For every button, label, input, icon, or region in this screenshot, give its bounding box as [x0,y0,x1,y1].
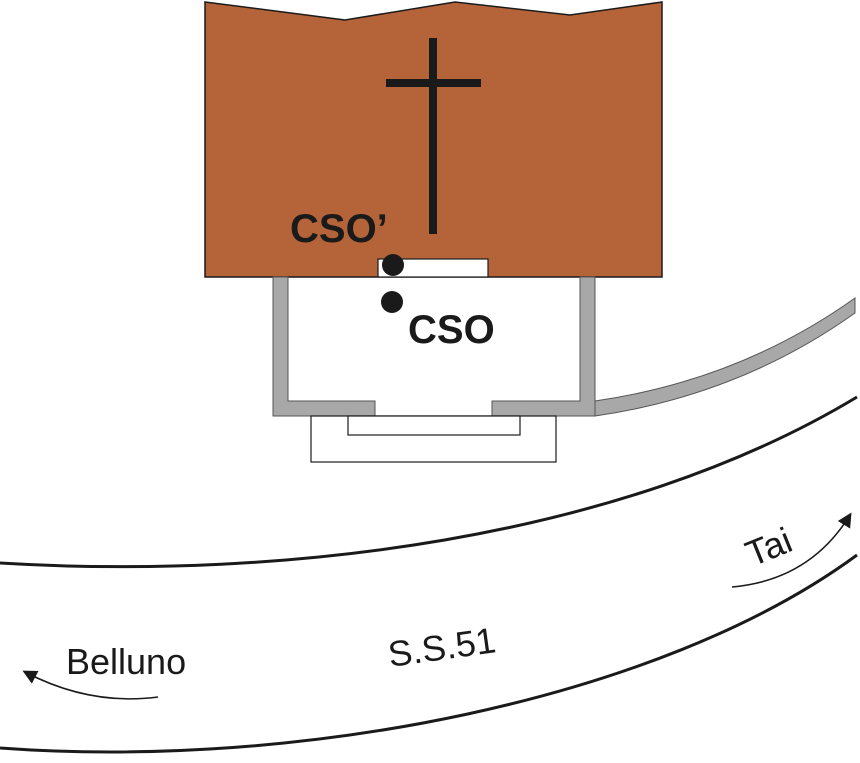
church-door-threshold [377,258,489,278]
curved-arrow-right-icon [731,512,852,588]
porch-step-inner [347,415,521,436]
cso-label: CSO [408,308,495,352]
porch-wall [491,276,596,417]
belluno-label: Belluno [66,641,186,682]
road-edge-north [0,395,858,569]
porch-wall [272,276,376,417]
cso-prime-point [382,254,404,276]
cso-prime-label: CSO’ [290,207,388,251]
road-label: S.S.51 [385,619,498,675]
tai-label: Tai [740,519,798,574]
cso-point [381,291,403,313]
boundary-wall [594,297,856,417]
cross-icon [386,38,481,234]
road-edge-south [0,553,858,754]
curved-arrow-left-icon [22,670,159,700]
